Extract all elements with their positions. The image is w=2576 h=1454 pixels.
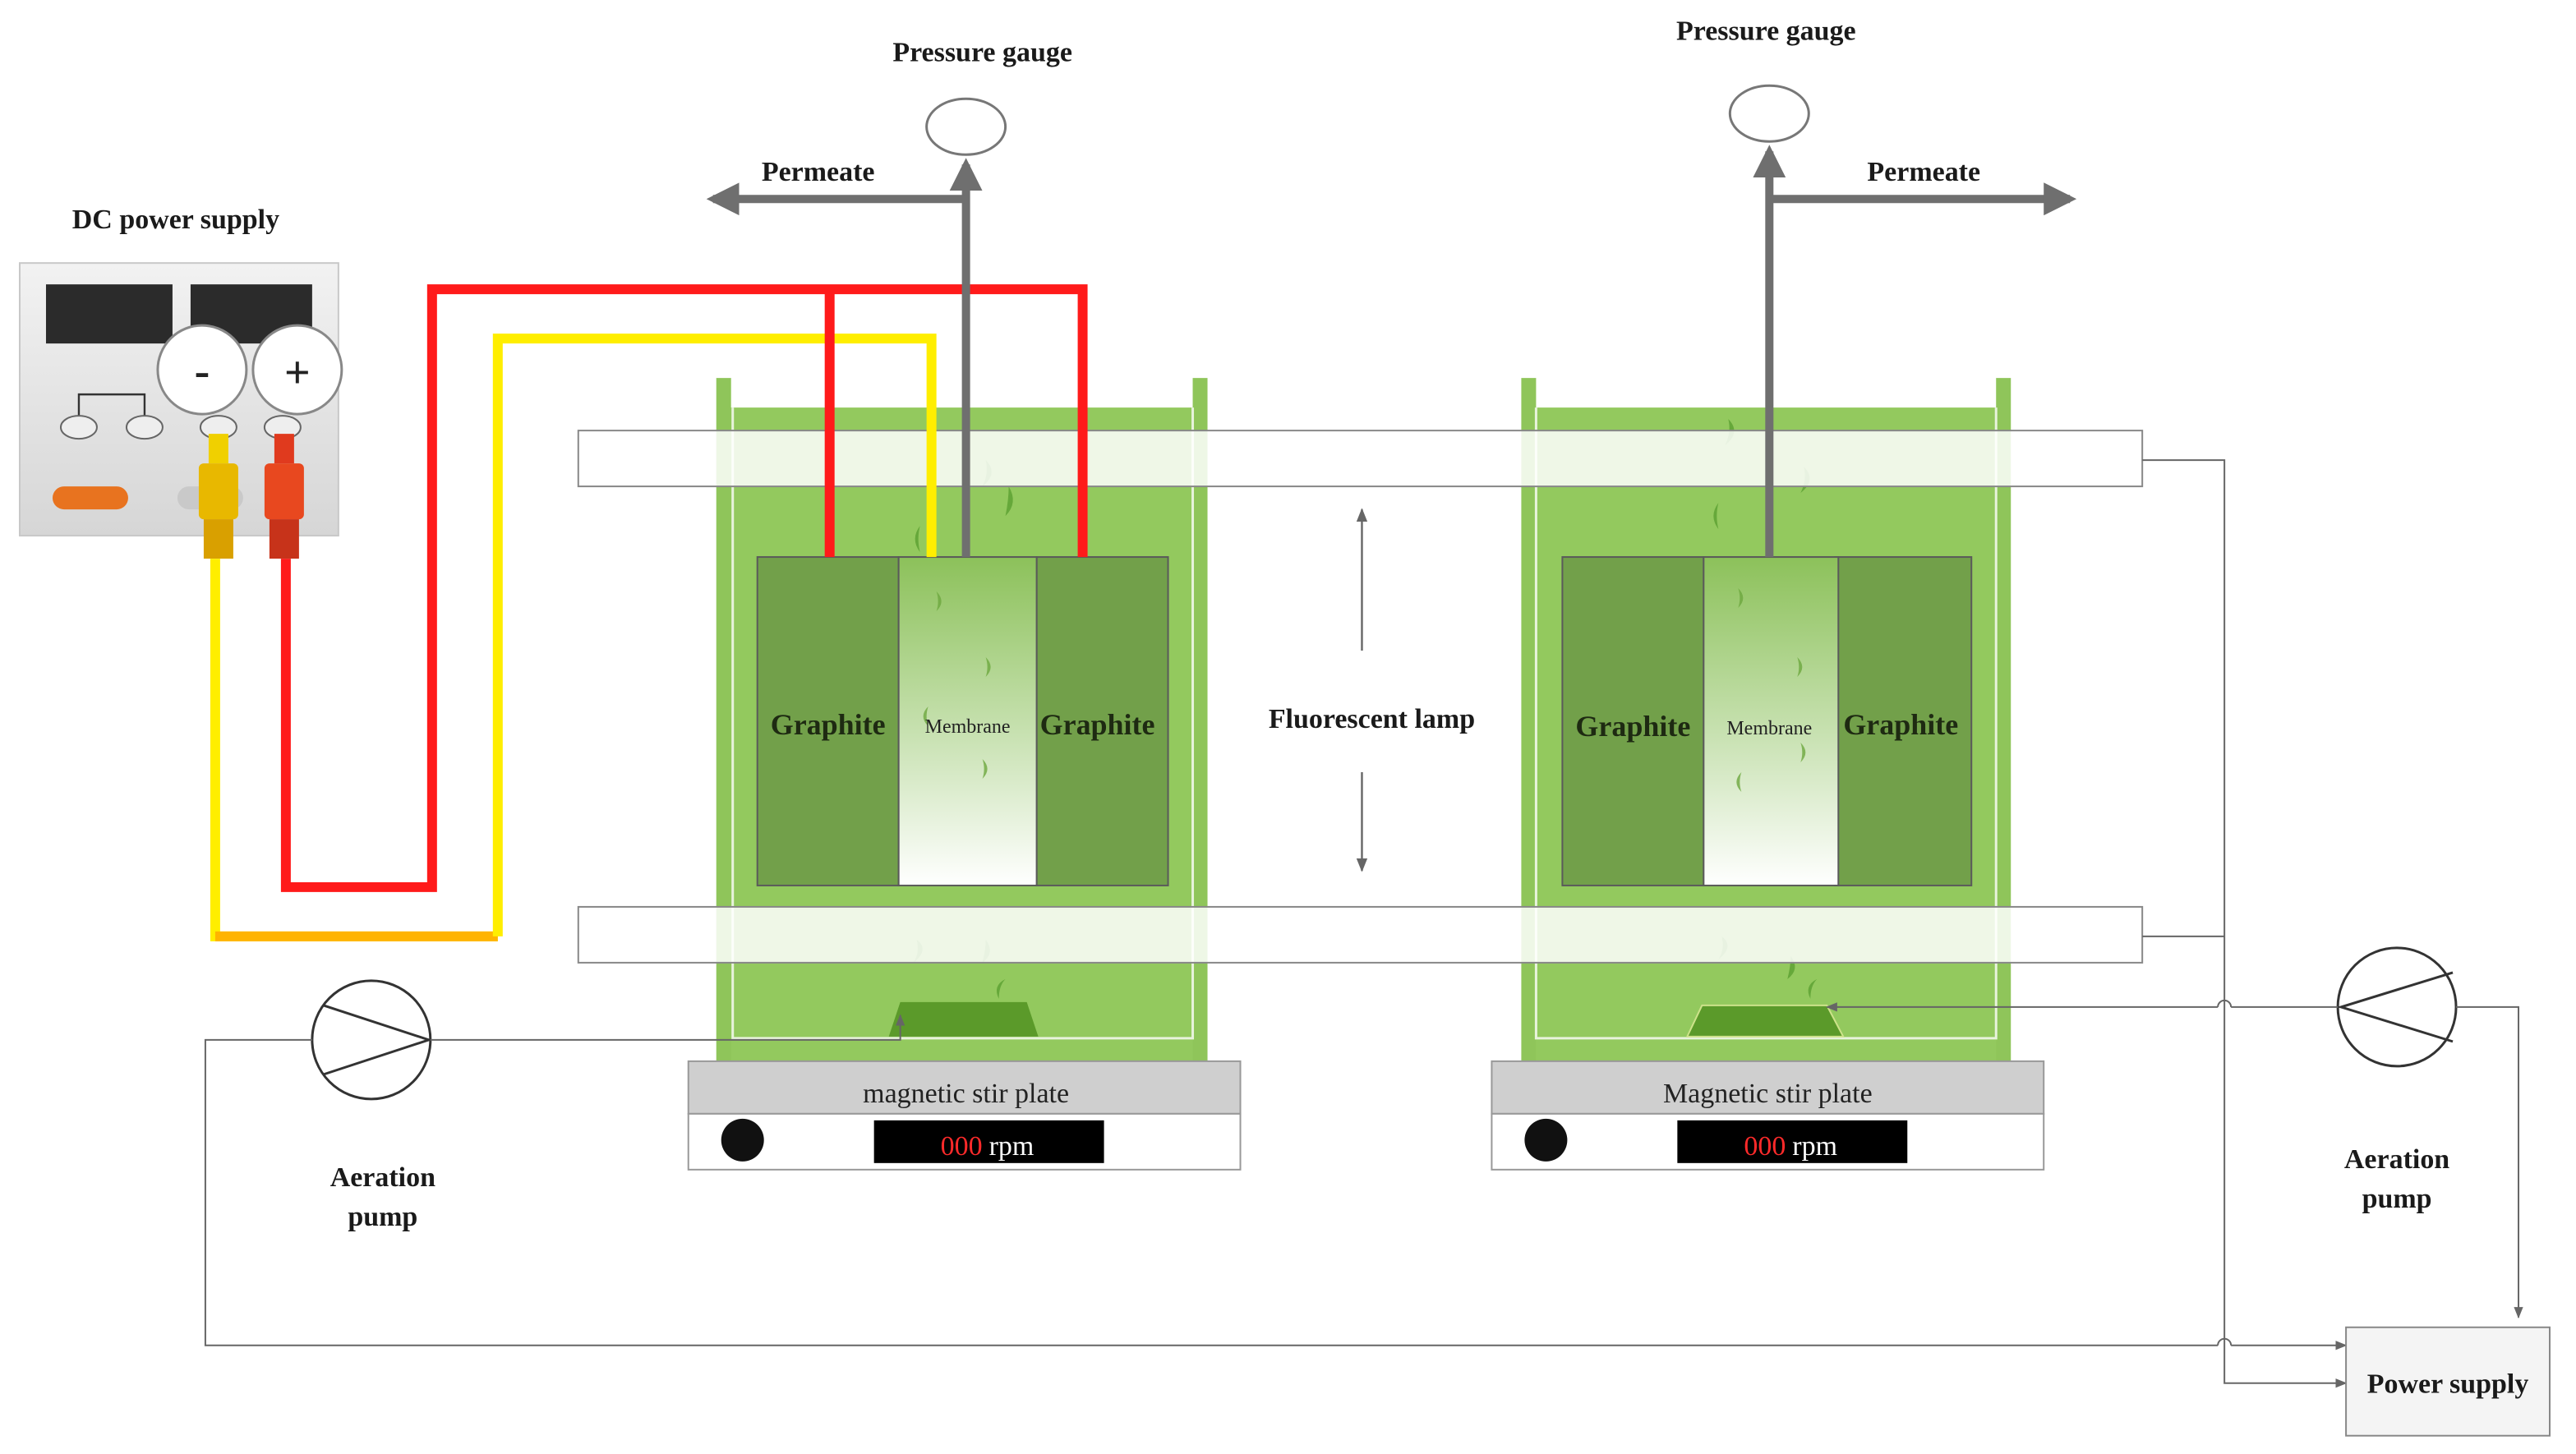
red-plug-icon — [264, 434, 304, 559]
red-wire — [280, 284, 1088, 892]
dc-power-supply-label: DC power supply — [72, 205, 279, 235]
fluorescent-lamp-bottom — [577, 905, 2144, 964]
fluorescent-lamp-label: Fluorescent lamp — [1269, 704, 1475, 734]
graphite-electrode — [756, 556, 900, 886]
psu-terminal[interactable] — [59, 415, 98, 440]
fluorescent-lamp-top — [577, 430, 2144, 488]
minus-terminal-icon — [156, 324, 248, 416]
plus-label: + — [284, 347, 311, 398]
minus-label: - — [195, 346, 210, 397]
stir-bar — [1685, 1004, 1845, 1038]
psu-terminal[interactable] — [125, 415, 164, 440]
membrane-label: Membrane — [1726, 718, 1812, 739]
rpm-unit: rpm — [1792, 1131, 1837, 1162]
graphite-label: Graphite — [1040, 708, 1155, 741]
graphite-label: Graphite — [771, 708, 886, 741]
permeate-tubing-right — [1753, 145, 2077, 558]
yellow-plug-icon — [198, 434, 238, 559]
pressure-gauge-label: Pressure gauge — [1676, 16, 1856, 46]
stir-knob[interactable] — [1524, 1118, 1568, 1162]
psu-display-left — [45, 284, 173, 344]
rpm-display — [1677, 1120, 1908, 1163]
graphite-electrode — [1561, 556, 1705, 886]
membrane-label: Membrane — [925, 716, 1011, 738]
rpm-value: 000 — [941, 1131, 983, 1162]
rpm-value: 000 — [1744, 1131, 1786, 1162]
stir-knob[interactable] — [721, 1118, 764, 1162]
power-supply-label: Power supply — [2367, 1369, 2529, 1400]
permeate-tubing-left — [706, 158, 983, 558]
pump-icon — [311, 979, 432, 1101]
wiring — [210, 284, 1088, 941]
graphite-label: Graphite — [1575, 710, 1690, 743]
membrane-module — [897, 556, 1038, 886]
pressure-gauge-icon — [1728, 84, 1810, 143]
plus-terminal-icon — [251, 324, 343, 416]
membrane-module — [1703, 556, 1840, 886]
stir-plate-label: magnetic stir plate — [863, 1079, 1069, 1109]
graphite-electrode — [1834, 556, 1973, 886]
rpm-display — [873, 1120, 1104, 1163]
pump-icon — [2336, 946, 2458, 1068]
aeration-pump-label: pump — [348, 1202, 417, 1232]
aeration-pump-label: pump — [2362, 1184, 2432, 1214]
aeration-pump-right — [1825, 946, 2523, 1319]
rpm-unit: rpm — [989, 1131, 1035, 1162]
stir-plate-label: Magnetic stir plate — [1663, 1079, 1873, 1109]
yellow-wire — [210, 559, 498, 941]
psu-power-button[interactable] — [52, 486, 128, 510]
aeration-pump-label: Aeration — [2344, 1144, 2449, 1175]
lamp-power-line — [2142, 459, 2348, 1388]
aeration-pump-left — [204, 979, 2348, 1350]
stir-bar — [888, 1001, 1039, 1037]
graphite-electrode — [1035, 556, 1169, 886]
graphite-label: Graphite — [1843, 708, 1958, 741]
aeration-pump-label: Aeration — [330, 1162, 435, 1193]
permeate-label: Permeate — [762, 157, 875, 187]
pressure-gauge-icon — [925, 97, 1007, 156]
power-supply-box — [2345, 1326, 2551, 1437]
pressure-gauge-label: Pressure gauge — [892, 37, 1072, 67]
permeate-label: Permeate — [1867, 157, 1980, 187]
yellow-wire — [492, 334, 937, 936]
dc-power-supply — [18, 262, 343, 559]
